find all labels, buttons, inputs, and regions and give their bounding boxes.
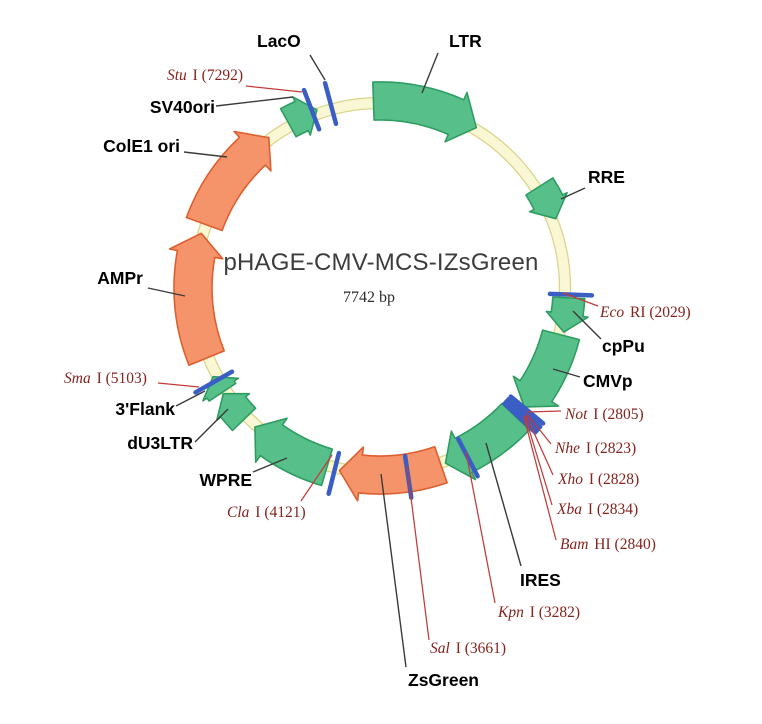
pointer-line-rre	[560, 187, 586, 200]
feature-label-rre: RRE	[588, 167, 625, 187]
pointer-line-ampr	[147, 287, 186, 297]
pointer-line-laco	[309, 54, 326, 81]
feature-label-3flank: 3'Flank	[115, 399, 175, 419]
feature-label-ampr: AMPr	[97, 268, 143, 288]
pointer-line-cppu	[572, 310, 602, 340]
pointer-line-sv40ori	[215, 96, 294, 107]
feature-label-cmvp: CMVp	[583, 371, 633, 391]
pointer-line-wpre	[252, 457, 288, 473]
feature-arrow-cppu	[545, 296, 589, 333]
site-pointer-line-kpn	[465, 451, 496, 604]
site-tick-noti	[508, 394, 546, 426]
pointer-line-cmvp	[552, 368, 581, 378]
site-pointer-line-sma	[157, 382, 200, 388]
site-tick-nhei	[506, 397, 543, 430]
site-label-clai: Cla I (4121)	[227, 504, 306, 521]
pointer-line-cole1ori	[183, 151, 228, 158]
site-pointer-line-sal	[406, 465, 430, 641]
site-label-nhei: Nhe I (2823)	[555, 440, 637, 457]
feature-label-sv40ori: SV40ori	[149, 97, 215, 117]
site-pointer-line-bam	[523, 416, 557, 541]
feature-arrow-cole1ori	[185, 130, 272, 232]
feature-arrow-rre	[525, 177, 568, 220]
site-label-stui: Stu I (7292)	[166, 67, 243, 84]
pointer-line-ires	[485, 442, 522, 567]
site-tick-bamhi	[502, 401, 538, 435]
feature-arrow-ltr	[372, 81, 478, 143]
plasmid-size: 7742 bp	[343, 289, 395, 306]
feature-label-zsgreen: ZsGreen	[408, 670, 479, 690]
feature-label-wpre: WPRE	[199, 470, 253, 490]
site-pointer-line-cla	[300, 454, 333, 502]
site-pointer-line-eco	[562, 292, 599, 307]
pointer-line-zsgreen	[380, 473, 407, 668]
feature-arrow-zsgreen	[338, 446, 448, 502]
site-label-bamhi: Bam HI (2840)	[560, 536, 656, 553]
site-label-xbai: Xba I (2834)	[557, 501, 639, 518]
feature-label-ires: IRES	[520, 570, 561, 590]
site-pointer-line-nhe	[526, 413, 552, 445]
feature-arrow-cmvp	[512, 329, 581, 408]
site-label-noti: Not I (2805)	[565, 406, 644, 423]
site-tick-kpni	[455, 436, 480, 479]
feature-label-cppu: cpPu	[602, 336, 645, 356]
feature-arrow-ires	[444, 402, 531, 481]
site-tick-clai	[326, 450, 342, 496]
site-tick-smai	[193, 369, 235, 395]
feature-arrow-du3ltr	[216, 392, 257, 432]
plasmid-title: pHAGE-CMV-MCS-IZsGreen	[223, 249, 539, 276]
pointer-line-du3ltr	[194, 408, 229, 443]
site-label-sali: Sal I (3661)	[430, 640, 507, 657]
site-tick-ecori	[547, 291, 595, 298]
site-pointer-line-stu	[245, 85, 303, 93]
feature-tick-laco	[322, 80, 339, 127]
site-tick-stui	[301, 87, 322, 132]
site-pointer-line-xho	[525, 414, 554, 476]
pointer-line-3flank	[175, 390, 206, 407]
feature-label-cole1-ori: ColE1 ori	[103, 136, 180, 156]
site-label-kpni: Kpn I (3282)	[498, 604, 581, 621]
site-label-smai: Sma I (5103)	[64, 370, 147, 387]
site-label-ecori: Eco RI (2029)	[600, 304, 691, 321]
pointer-line-ltr	[421, 52, 439, 94]
site-pointer-line-not	[526, 410, 562, 413]
site-label-xhoi: Xho I (2828)	[558, 471, 640, 488]
feature-label-ltr: LTR	[449, 31, 482, 51]
site-pointer-line-xba	[524, 415, 553, 506]
feature-label-du3ltr: dU3LTR	[127, 433, 193, 453]
feature-arrow-wpre	[254, 417, 334, 487]
feature-arrow-ampr	[168, 232, 225, 366]
feature-arrow-sv40ori	[279, 96, 318, 138]
feature-label-laco: LacO	[257, 31, 301, 51]
